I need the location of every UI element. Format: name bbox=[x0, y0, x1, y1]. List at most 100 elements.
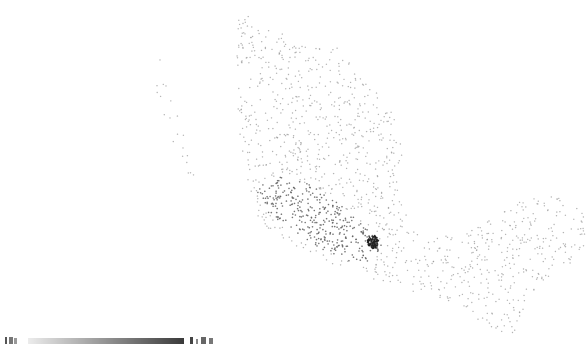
density-dot bbox=[523, 234, 526, 236]
density-dot bbox=[338, 179, 340, 181]
density-dot bbox=[375, 92, 378, 94]
density-dot-dense bbox=[339, 213, 341, 215]
density-dot bbox=[527, 217, 529, 219]
density-dot bbox=[279, 50, 282, 52]
density-dot-dense bbox=[361, 256, 364, 259]
density-dot bbox=[281, 33, 283, 35]
density-dot bbox=[362, 266, 365, 269]
density-dot-dense bbox=[296, 207, 299, 210]
density-dot-dense bbox=[299, 228, 301, 231]
density-dot bbox=[339, 96, 341, 99]
density-dot bbox=[288, 61, 290, 63]
density-dot bbox=[275, 72, 278, 75]
density-dot bbox=[163, 114, 165, 116]
density-dot bbox=[261, 77, 263, 80]
density-dot-dense bbox=[301, 199, 304, 201]
density-dot bbox=[284, 135, 287, 137]
density-dot bbox=[275, 67, 277, 70]
density-dot-dense bbox=[277, 187, 280, 189]
density-dot-dense bbox=[380, 244, 382, 246]
density-dot-dense bbox=[336, 211, 338, 214]
density-dot bbox=[376, 175, 379, 177]
density-dot bbox=[391, 274, 394, 277]
density-dot-hotspot bbox=[375, 238, 377, 241]
density-dot bbox=[578, 248, 580, 251]
density-dot bbox=[357, 115, 359, 117]
density-dot bbox=[306, 155, 309, 157]
density-dot bbox=[290, 83, 292, 85]
density-dot-dense bbox=[266, 202, 269, 205]
density-dot bbox=[457, 257, 460, 259]
density-dot bbox=[358, 115, 360, 118]
density-dot bbox=[383, 116, 385, 118]
density-dot bbox=[321, 146, 324, 148]
density-dot bbox=[465, 306, 467, 308]
density-dot-dense bbox=[297, 232, 299, 234]
density-dot bbox=[389, 272, 391, 274]
density-dot bbox=[241, 105, 243, 107]
density-dot bbox=[537, 272, 539, 275]
density-dot-dense bbox=[308, 184, 311, 186]
density-dot bbox=[383, 261, 385, 263]
density-dot bbox=[295, 117, 297, 120]
density-dot bbox=[396, 229, 398, 231]
density-dot bbox=[367, 111, 369, 113]
density-dot bbox=[391, 200, 394, 202]
density-dot bbox=[486, 296, 488, 299]
density-dot bbox=[245, 117, 247, 120]
density-dot bbox=[471, 252, 473, 254]
density-dot bbox=[269, 76, 271, 79]
density-dot bbox=[564, 214, 567, 216]
density-dot bbox=[452, 274, 455, 276]
density-dot bbox=[324, 118, 326, 120]
density-dot bbox=[404, 261, 407, 264]
density-dot bbox=[338, 97, 340, 99]
density-dot bbox=[338, 108, 341, 111]
density-dot bbox=[345, 139, 347, 141]
density-dot-dense bbox=[316, 245, 318, 247]
density-dot bbox=[248, 115, 251, 117]
density-dot bbox=[556, 198, 558, 200]
density-dot bbox=[315, 86, 317, 89]
density-dot bbox=[315, 165, 318, 167]
density-dot bbox=[346, 101, 348, 103]
density-dot bbox=[334, 115, 336, 118]
density-dot bbox=[357, 108, 359, 110]
density-dot bbox=[504, 288, 507, 290]
density-dot bbox=[281, 56, 283, 59]
density-dot bbox=[397, 246, 400, 249]
density-dot bbox=[375, 263, 377, 266]
density-dot bbox=[525, 206, 527, 208]
density-dot bbox=[399, 281, 402, 283]
density-dot bbox=[169, 117, 171, 119]
density-dot bbox=[328, 146, 330, 148]
density-dot bbox=[490, 326, 493, 328]
density-dot-dense bbox=[307, 232, 310, 235]
density-dot bbox=[375, 188, 378, 191]
density-dot bbox=[281, 54, 283, 57]
density-dot bbox=[564, 246, 567, 248]
density-dot bbox=[341, 85, 344, 87]
density-dot-dense bbox=[297, 204, 299, 207]
density-dot bbox=[551, 256, 553, 258]
density-dot bbox=[304, 181, 306, 183]
density-dot bbox=[308, 97, 310, 100]
density-dot-dense bbox=[310, 237, 312, 239]
density-dot bbox=[337, 82, 339, 84]
density-dot-dense bbox=[298, 219, 301, 222]
density-dot-dense bbox=[304, 221, 307, 224]
density-dot bbox=[162, 83, 164, 86]
density-dot bbox=[276, 136, 279, 139]
density-dot-dense bbox=[307, 209, 310, 212]
density-dot-hotspot bbox=[376, 242, 378, 245]
density-dot bbox=[426, 264, 428, 266]
density-dot bbox=[580, 228, 582, 230]
density-dot-dense bbox=[288, 187, 290, 190]
density-dot-dense bbox=[275, 192, 277, 194]
density-dot bbox=[395, 256, 397, 259]
density-dot-dense bbox=[275, 211, 278, 214]
density-dot bbox=[257, 165, 260, 167]
density-dot bbox=[476, 263, 479, 266]
density-dot bbox=[392, 181, 394, 183]
density-dot-dense bbox=[351, 254, 354, 256]
